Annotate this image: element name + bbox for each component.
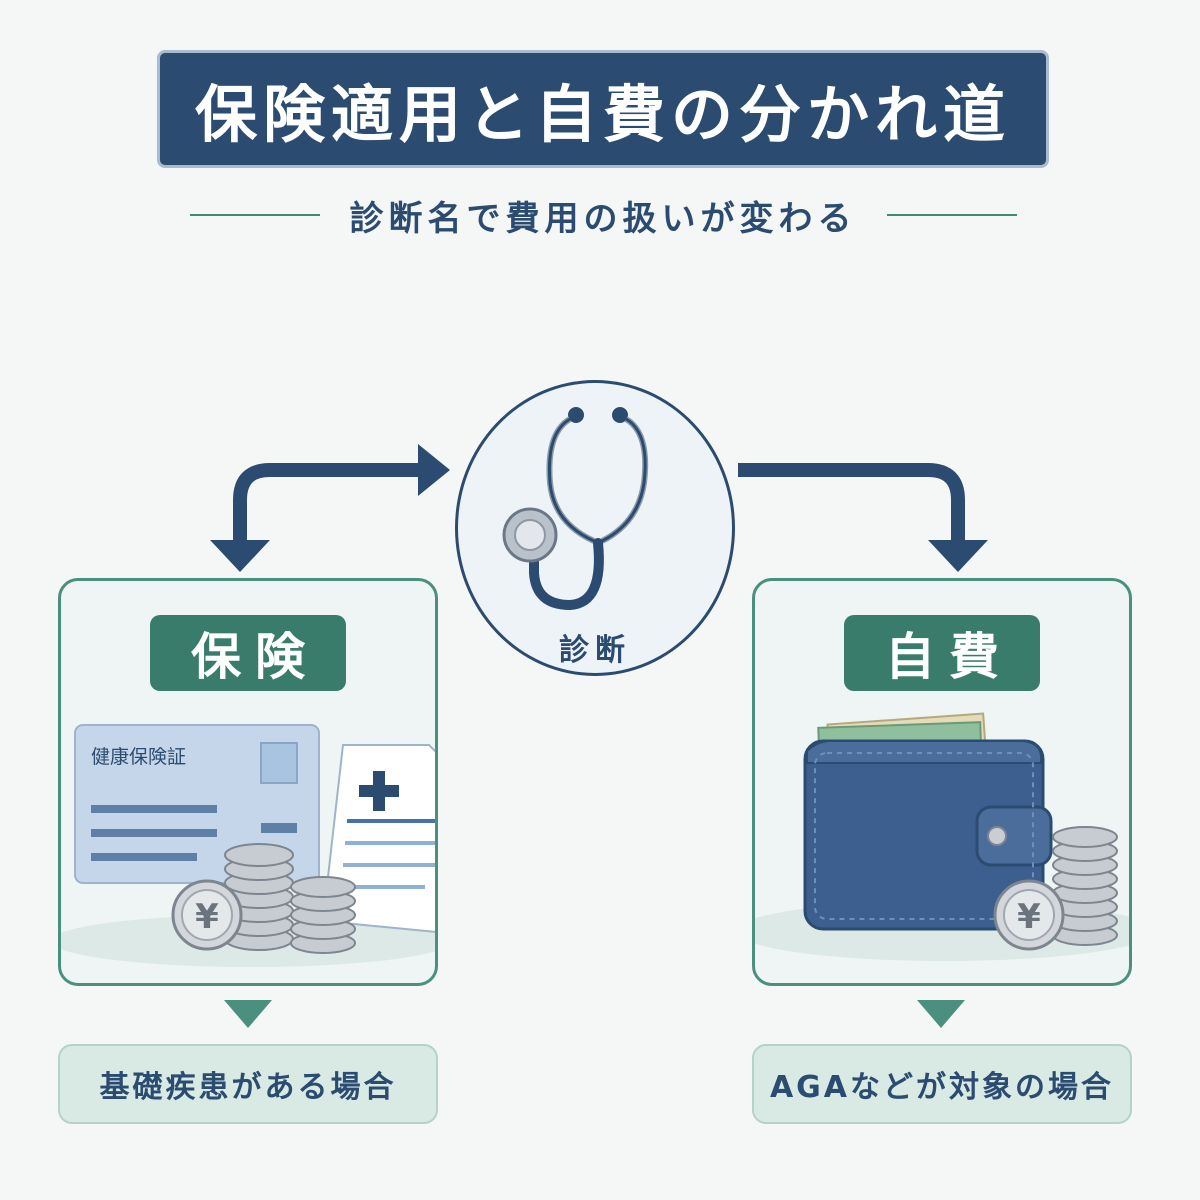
diagnosis-label: 診断	[559, 633, 631, 668]
insurance-card-text: 健康保険証	[91, 746, 186, 768]
page-title: 保険適用と自費の分かれ道	[194, 78, 1011, 151]
self-pay-result: AGAなどが対象の場合	[752, 1044, 1132, 1124]
stethoscope-icon	[502, 407, 649, 611]
yen-symbol-left: ¥	[195, 897, 219, 937]
subtitle-line-left	[189, 214, 320, 216]
arrow-to-insurance	[233, 463, 418, 548]
result-pointer-left	[224, 1000, 272, 1028]
yen-coin-icon: ¥	[171, 879, 243, 951]
subtitle-line-right	[886, 214, 1017, 216]
arrow-head-up-right	[418, 444, 450, 496]
insurance-illustration: 健康保険証 ¥	[61, 724, 435, 967]
page-subtitle: 診断名で費用の扱いが変わる	[349, 198, 857, 239]
self-pay-label: 自費	[844, 615, 1040, 691]
wallet-icon	[803, 712, 1053, 931]
yen-coin-icon: ¥	[993, 879, 1065, 951]
insurance-card-panel: 健康保険証 ¥	[58, 578, 438, 986]
self-pay-card-panel: ¥ 自費	[752, 578, 1132, 986]
diagnosis-node: 診断	[455, 380, 735, 676]
self-pay-illustration: ¥	[755, 712, 1129, 961]
subtitle-row: 診断名で費用の扱いが変わる	[157, 190, 1049, 240]
coin-stack-icon	[1052, 826, 1118, 946]
insurance-label: 保険	[150, 615, 346, 691]
title-banner: 保険適用と自費の分かれ道	[157, 50, 1049, 168]
arrow-to-selfpay	[738, 463, 965, 548]
insurance-result: 基礎疾患がある場合	[58, 1044, 438, 1124]
yen-symbol-right: ¥	[1017, 897, 1041, 937]
arrow-head-down-right	[928, 540, 988, 572]
arrow-head-down-left	[210, 540, 270, 572]
result-pointer-right	[917, 1000, 965, 1028]
